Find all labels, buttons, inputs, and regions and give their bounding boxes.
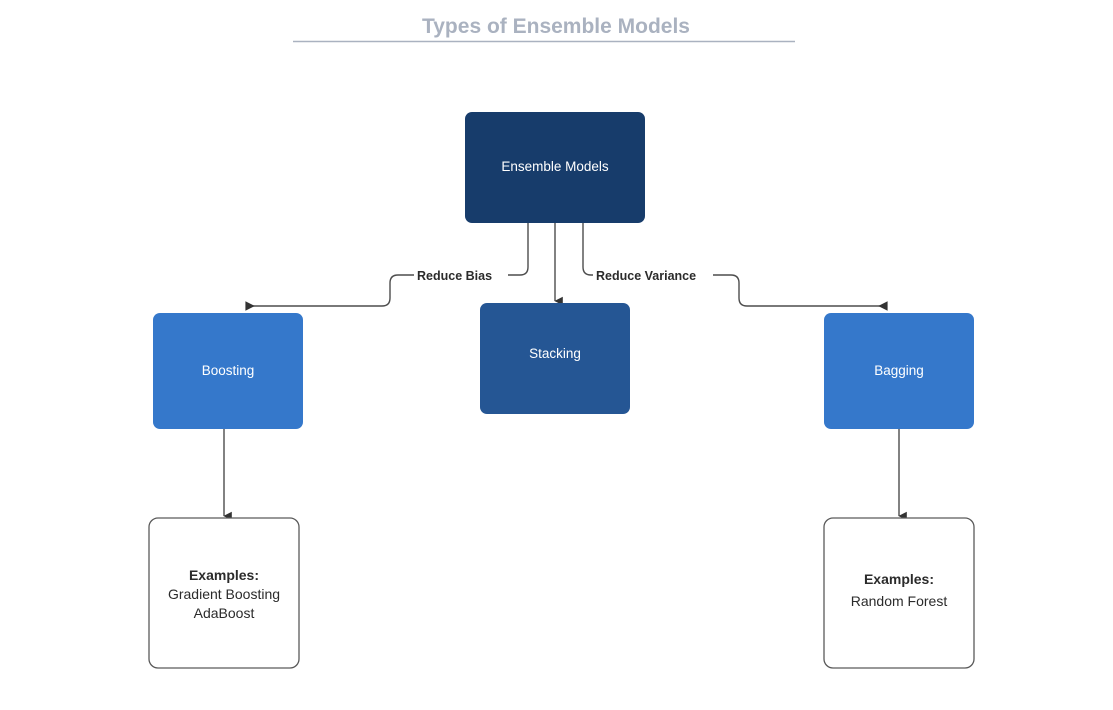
node-boosting-examples-shape bbox=[148, 517, 300, 669]
node-boosting[interactable]: Boosting bbox=[153, 313, 303, 429]
node-boosting-shape bbox=[153, 313, 303, 429]
bagging-examples-item-0: Random Forest bbox=[851, 593, 948, 609]
edge-label-reduce-variance: Reduce Variance bbox=[596, 269, 696, 283]
node-stacking-shape bbox=[480, 303, 630, 414]
node-stacking-label: Stacking bbox=[529, 346, 581, 361]
node-bagging-examples[interactable]: Examples: Random Forest bbox=[823, 517, 975, 669]
node-bagging-label: Bagging bbox=[874, 363, 924, 378]
node-ensemble-models[interactable]: Ensemble Models bbox=[465, 112, 645, 223]
node-ensemble-models-label: Ensemble Models bbox=[501, 159, 609, 174]
node-bagging-examples-shape bbox=[823, 517, 975, 669]
node-ensemble-models-shape bbox=[465, 112, 645, 223]
node-stacking[interactable]: Stacking bbox=[480, 303, 630, 414]
node-boosting-examples[interactable]: Examples: Gradient Boosting AdaBoost bbox=[148, 517, 300, 669]
boosting-examples-item-1: AdaBoost bbox=[194, 605, 255, 621]
node-boosting-label: Boosting bbox=[202, 363, 255, 378]
edge-root-to-boosting bbox=[245, 223, 529, 311]
page-title: Types of Ensemble Models bbox=[422, 15, 690, 38]
edge-label-reduce-bias: Reduce Bias bbox=[417, 269, 492, 283]
boosting-examples-item-0: Gradient Boosting bbox=[168, 586, 280, 602]
node-bagging[interactable]: Bagging bbox=[824, 313, 974, 429]
boosting-examples-heading: Examples: bbox=[189, 567, 259, 583]
edge-root-to-bagging bbox=[582, 223, 888, 311]
edge-label-bias-backdrop bbox=[414, 265, 508, 284]
edge-label-variance-backdrop bbox=[593, 265, 713, 284]
bagging-examples-heading: Examples: bbox=[864, 571, 934, 587]
node-bagging-shape bbox=[824, 313, 974, 429]
